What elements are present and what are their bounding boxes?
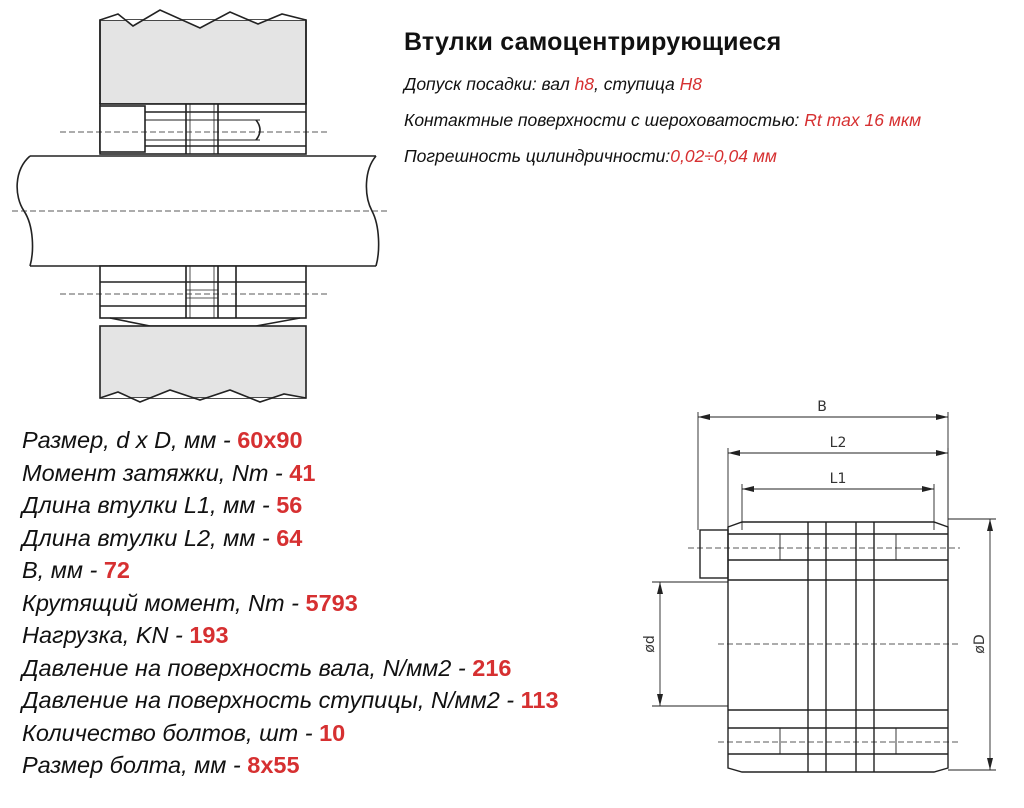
dim-d-label: ød <box>642 635 658 652</box>
dim-D-label: øD <box>972 634 988 653</box>
dim-l2-label: L2 <box>830 435 847 451</box>
param-torque: Крутящий момент, Nm - 5793 <box>22 589 358 616</box>
param-load: Нагрузка, KN - 193 <box>22 622 229 648</box>
roughness-value: Rt max 16 мкм <box>804 110 922 130</box>
hub-tolerance: H8 <box>679 74 702 94</box>
fit-tolerance: Допуск посадки: вал h8, ступица H8 <box>404 74 702 94</box>
dim-l1-label: L1 <box>830 471 847 487</box>
shaft-tolerance: h8 <box>574 74 595 94</box>
param-bolt-count: Количество болтов, шт - 10 <box>22 719 346 746</box>
param-shaft-pressure: Давление на поверхность вала, N/мм2 - 21… <box>22 654 512 681</box>
param-length-l2: Длина втулки L2, мм - 64 <box>22 524 303 551</box>
cylindricity-value: 0,02÷0,04 мм <box>670 146 777 166</box>
assembly-drawing <box>12 9 388 403</box>
page-title: Втулки самоцентрирующиеся <box>404 28 782 56</box>
surface-roughness: Контактные поверхности с шероховатостью:… <box>404 110 922 130</box>
param-size: Размер, d x D, мм - 60x90 <box>22 427 303 453</box>
param-b: B, мм - 72 <box>22 557 130 583</box>
dim-b-label: B <box>817 399 827 415</box>
param-tightening-torque: Момент затяжки, Nm - 41 <box>22 459 316 486</box>
param-bolt-size: Размер болта, мм - 8x55 <box>22 752 300 778</box>
param-length-l1: Длина втулки L1, мм - 56 <box>22 492 303 518</box>
cylindricity-error: Погрешность цилиндричности:0,02÷0,04 мм <box>404 146 777 166</box>
parameter-list: Размер, d x D, мм - 60x90 Момент затяжки… <box>22 424 559 782</box>
param-hub-pressure: Давление на поверхность ступицы, N/мм2 -… <box>22 687 559 713</box>
